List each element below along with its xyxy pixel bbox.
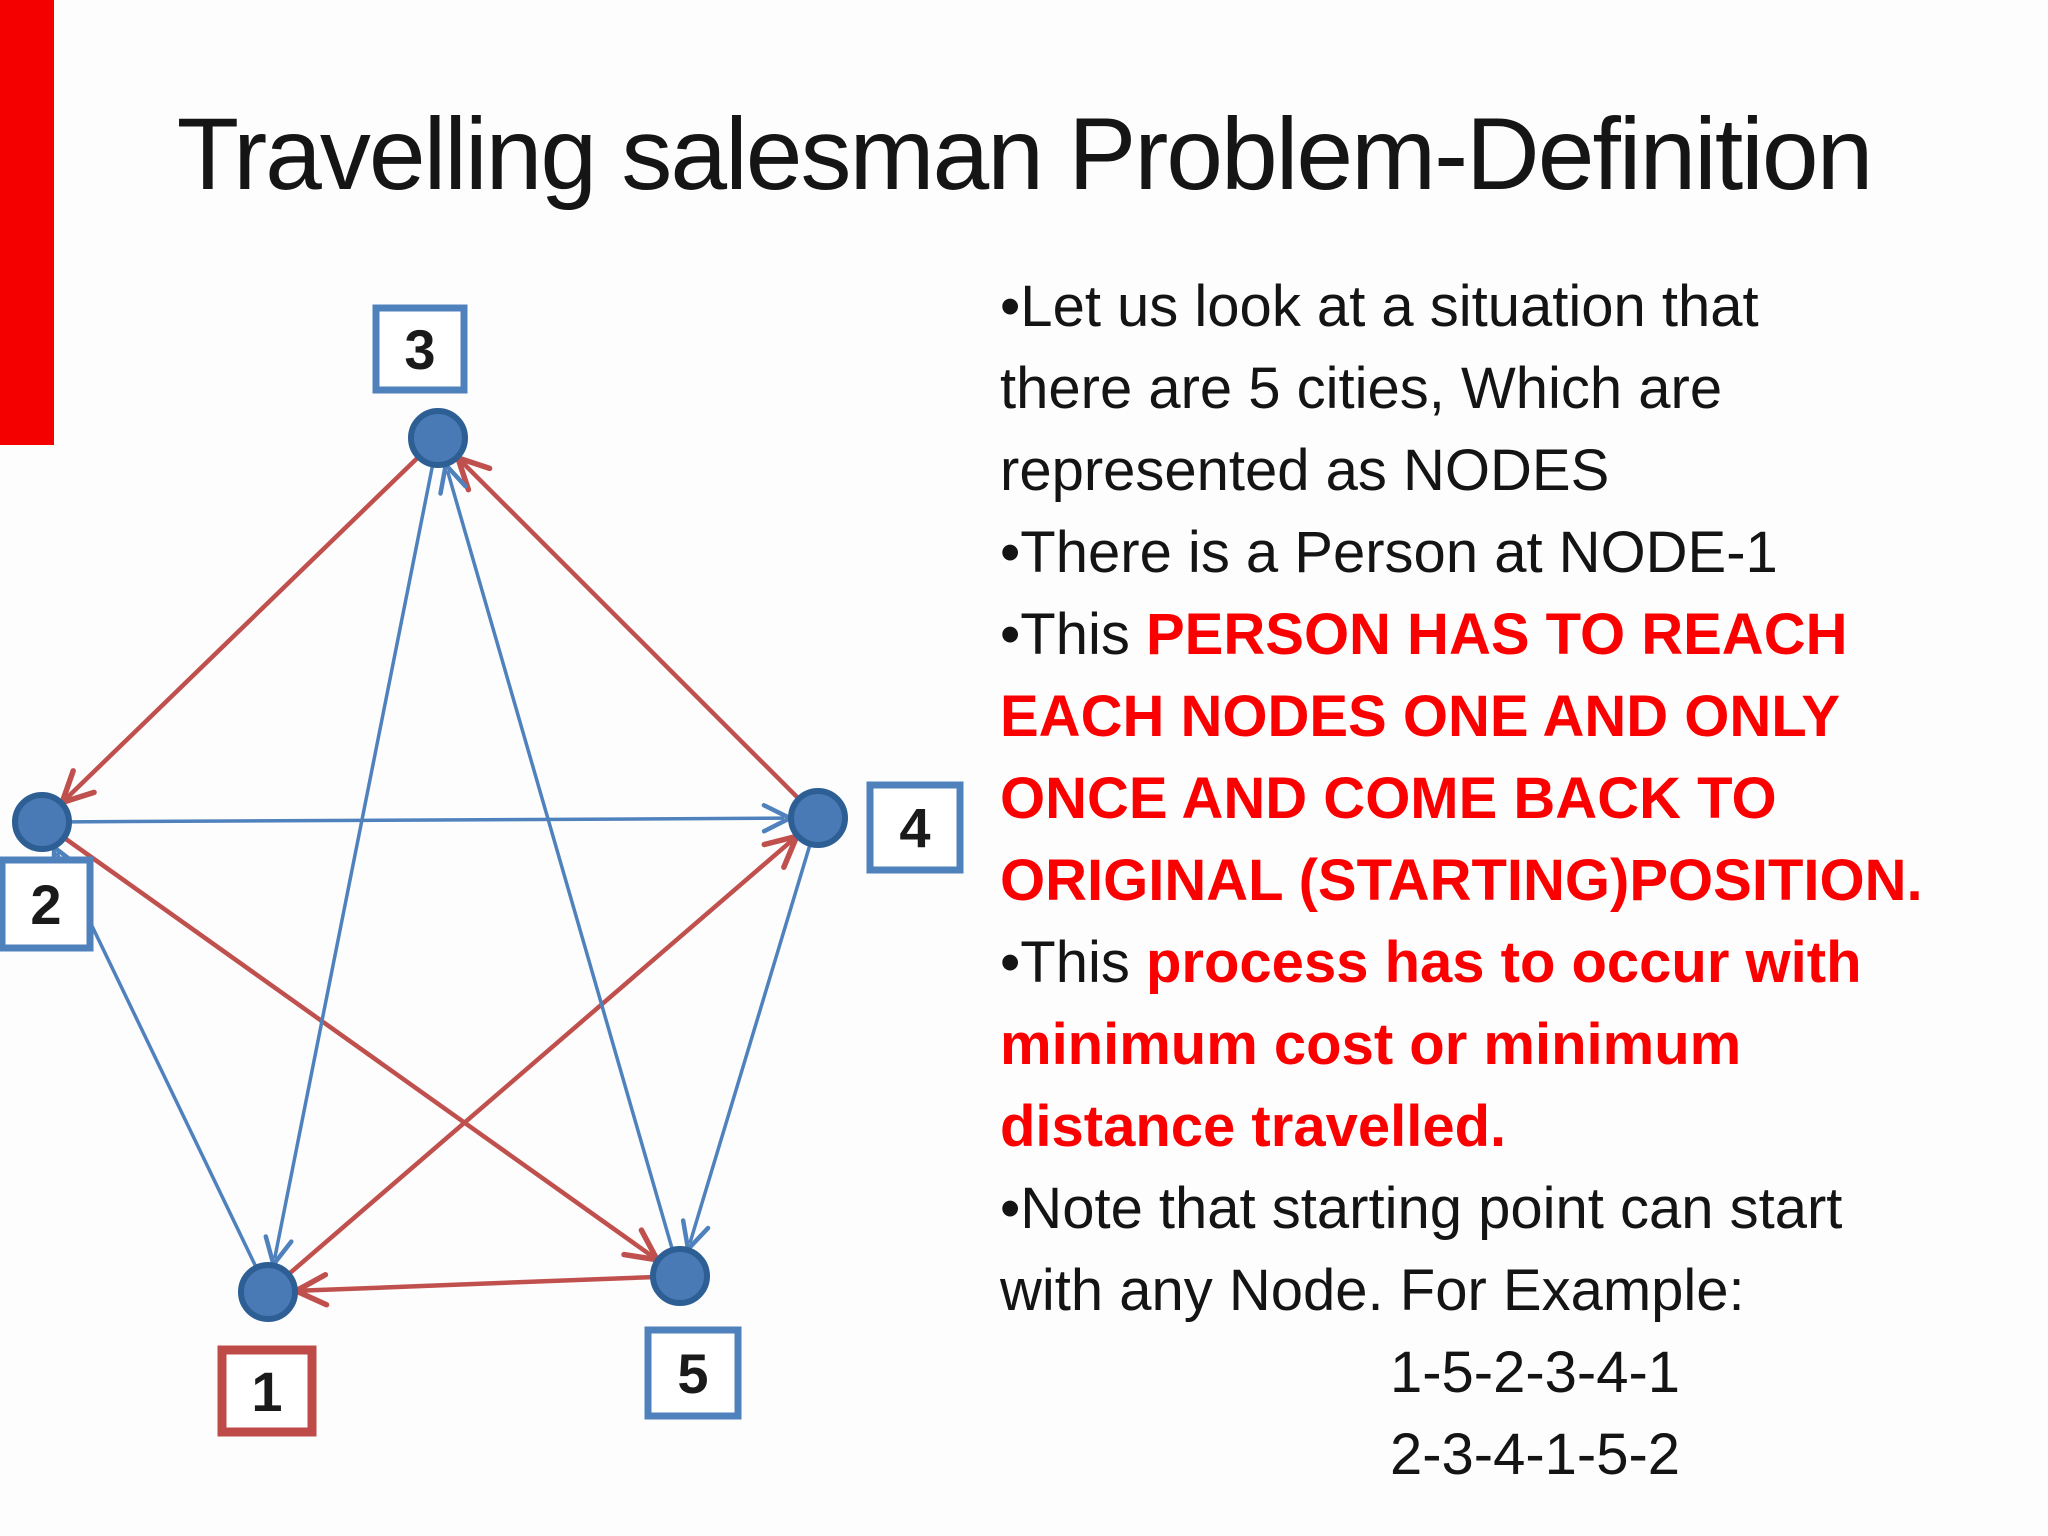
body-text: •This bbox=[1000, 930, 1146, 995]
emphasis-red-text: ORIGINAL (STARTING)POSITION. bbox=[1000, 848, 1923, 913]
bullet-line-8: ORIGINAL (STARTING)POSITION. bbox=[1000, 840, 1980, 922]
bullet-line-13: with any Node. For Example: bbox=[1000, 1250, 1980, 1332]
emphasis-red-text: distance travelled. bbox=[1000, 1094, 1507, 1159]
bullet-line-14: 1-5-2-3-4-1 bbox=[1000, 1332, 1980, 1414]
node-label-box-5 bbox=[644, 1326, 742, 1420]
bullet-line-3: represented as NODES bbox=[1000, 430, 1980, 512]
body-text: represented as NODES bbox=[1000, 438, 1610, 503]
edge-5-to-3 bbox=[445, 470, 674, 1250]
node-label-3: 3 bbox=[404, 318, 435, 381]
bullet-line-9: •This process has to occur with bbox=[1000, 922, 1980, 1004]
body-text: •Note that starting point can start bbox=[1000, 1176, 1843, 1241]
node-circle-4 bbox=[788, 788, 848, 848]
bullet-line-15: 2-3-4-1-5-2 bbox=[1000, 1414, 1980, 1496]
edge-3-to-1 bbox=[272, 465, 435, 1259]
node-circle-1 bbox=[238, 1262, 298, 1322]
node-label-box-2 bbox=[0, 856, 94, 952]
bullet-line-1: •Let us look at a situation that bbox=[1000, 266, 1980, 348]
bullet-line-6: EACH NODES ONE AND ONLY bbox=[1000, 676, 1980, 758]
body-text: with any Node. For Example: bbox=[1000, 1258, 1745, 1323]
edge-4-to-5 bbox=[688, 844, 812, 1244]
edge-1-to-4 bbox=[287, 838, 794, 1276]
node-circle-2 bbox=[12, 792, 72, 852]
bullet-line-11: distance travelled. bbox=[1000, 1086, 1980, 1168]
emphasis-red-text: PERSON HAS TO REACH bbox=[1146, 602, 1848, 667]
node-circle-5 bbox=[650, 1246, 710, 1306]
left-red-accent-bar bbox=[0, 0, 54, 445]
node-label-5: 5 bbox=[677, 1342, 708, 1405]
node-label-box-3 bbox=[372, 304, 468, 394]
node-label-box-4 bbox=[866, 781, 964, 874]
emphasis-red-text: minimum cost or minimum bbox=[1000, 1012, 1742, 1077]
node-label-box-1 bbox=[217, 1345, 317, 1437]
emphasis-red-text: process has to occur with bbox=[1146, 930, 1862, 995]
edge-3-to-2 bbox=[64, 455, 420, 800]
body-text: •This bbox=[1000, 602, 1146, 667]
edge-2-to-4 bbox=[69, 816, 785, 824]
bullet-text-column: •Let us look at a situation that there ar… bbox=[1000, 266, 1980, 1496]
body-text: •There is a Person at NODE-1 bbox=[1000, 520, 1778, 585]
edge-5-to-1 bbox=[301, 1274, 653, 1293]
node-label-2: 2 bbox=[30, 873, 61, 936]
body-text: there are 5 cities, Which are bbox=[1000, 356, 1723, 421]
body-text: 1-5-2-3-4-1 bbox=[1389, 1340, 1681, 1405]
bullet-line-5: •This PERSON HAS TO REACH bbox=[1000, 594, 1980, 676]
bullet-line-10: minimum cost or minimum bbox=[1000, 1004, 1980, 1086]
bullet-line-2: there are 5 cities, Which are bbox=[1000, 348, 1980, 430]
node-label-4: 4 bbox=[899, 797, 930, 860]
body-text: 2-3-4-1-5-2 bbox=[1389, 1422, 1681, 1487]
body-text: •Let us look at a situation that bbox=[1000, 274, 1759, 339]
bullet-line-7: ONCE AND COME BACK TO bbox=[1000, 758, 1980, 840]
arrowhead-2-to-5 bbox=[621, 1227, 660, 1263]
node-circle-3 bbox=[408, 408, 468, 468]
bullet-line-12: •Note that starting point can start bbox=[1000, 1168, 1980, 1250]
emphasis-red-text: EACH NODES ONE AND ONLY bbox=[1000, 684, 1841, 749]
edge-4-to-3 bbox=[460, 460, 800, 800]
node-label-1: 1 bbox=[251, 1360, 282, 1423]
slide-title: Travelling salesman Problem-Definition bbox=[176, 97, 1874, 211]
edge-2-to-5 bbox=[63, 836, 654, 1259]
emphasis-red-text: ONCE AND COME BACK TO bbox=[1000, 766, 1777, 831]
tsp-graph-diagram: 1 2 3 4 5 bbox=[0, 304, 964, 1437]
bullet-line-4: •There is a Person at NODE-1 bbox=[1000, 512, 1980, 594]
